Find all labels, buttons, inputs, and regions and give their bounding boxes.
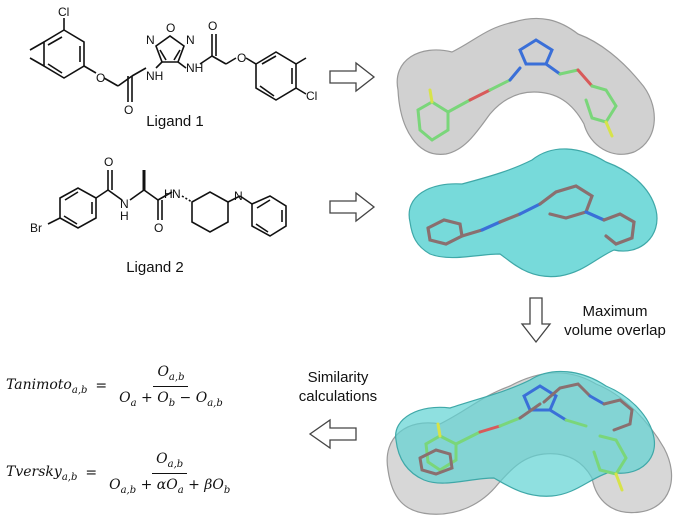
fraction: Oa,b Oa + Ob − Oa,b: [115, 364, 227, 409]
formula-lhs: Tanimotoa,b: [6, 376, 88, 396]
benzene-ring: [59, 187, 97, 229]
piperidine-ring: [191, 191, 229, 233]
atom-label: O: [124, 103, 133, 117]
benzene-ring: [255, 51, 297, 101]
down-arrow-icon: [520, 297, 552, 344]
oxadiazole-ring: [155, 35, 185, 63]
stick-model: [416, 38, 618, 142]
ligand-1-atom-labels: Cl O O N N NH NH O O O Cl: [58, 5, 317, 117]
stick-model-overlay: [418, 382, 634, 492]
tanimoto-formula: Tanimotoa,b = Oa,b Oa + Ob − Oa,b: [6, 364, 227, 409]
atom-label: Cl: [306, 89, 317, 103]
ligand-1-surface: [396, 17, 655, 155]
atom-label: O: [154, 221, 163, 235]
overlay-surfaces: [386, 370, 673, 515]
overlap-step-label: Maximum volume overlap: [564, 303, 666, 339]
atom-label: H: [120, 209, 129, 223]
atom-label: NH: [146, 69, 163, 83]
benzene-ring: [251, 195, 287, 237]
atom-label: Br: [30, 221, 42, 235]
atom-label: N: [146, 33, 155, 47]
atom-label: O: [208, 19, 217, 33]
formula-lhs: Tverskya,b: [6, 463, 78, 483]
stick-model: [426, 184, 636, 246]
atom-label: H: [164, 187, 173, 201]
left-arrow-icon: [308, 418, 357, 450]
molecular-surface: [408, 148, 658, 278]
denominator: Oa,b + αOa + βOb: [109, 476, 231, 496]
ligand-2-atom-labels: O Br N H N H O N: [30, 155, 243, 235]
atom-label: O: [96, 71, 105, 85]
atom-label: Cl: [58, 5, 69, 19]
ligand-1-structure: [29, 18, 307, 102]
ligand-2-structure: [47, 170, 287, 237]
molecular-surface-cyan: [395, 370, 655, 497]
ligand-2-label: Ligand 2: [126, 259, 184, 276]
numerator: Oa,b: [153, 364, 189, 387]
atom-label: N: [172, 187, 181, 201]
atom-label: N: [234, 189, 243, 203]
tversky-formula: Tverskya,b = Oa,b Oa,b + αOa + βOb: [6, 451, 234, 496]
molecular-surface: [396, 17, 655, 155]
equals-sign: =: [95, 378, 108, 395]
ligand-1-label: Ligand 1: [146, 113, 204, 130]
atom-label: N: [120, 197, 129, 211]
atom-label: O: [104, 155, 113, 169]
atom-label: N: [186, 33, 195, 47]
fraction: Oa,b Oa,b + αOa + βOb: [105, 451, 234, 496]
equals-sign: =: [85, 465, 98, 482]
denominator: Oa + Ob − Oa,b: [119, 389, 223, 409]
atom-label: O: [237, 51, 246, 65]
right-arrow-icon: [329, 191, 376, 223]
atom-label: NH: [186, 61, 203, 75]
benzene-ring: [43, 29, 85, 79]
ligand-2-surface: [408, 148, 658, 278]
right-arrow-icon: [329, 61, 376, 93]
atom-label: O: [166, 21, 175, 35]
similarity-step-label: Similarity calculations: [298, 369, 378, 405]
numerator: Oa,b: [152, 451, 188, 474]
